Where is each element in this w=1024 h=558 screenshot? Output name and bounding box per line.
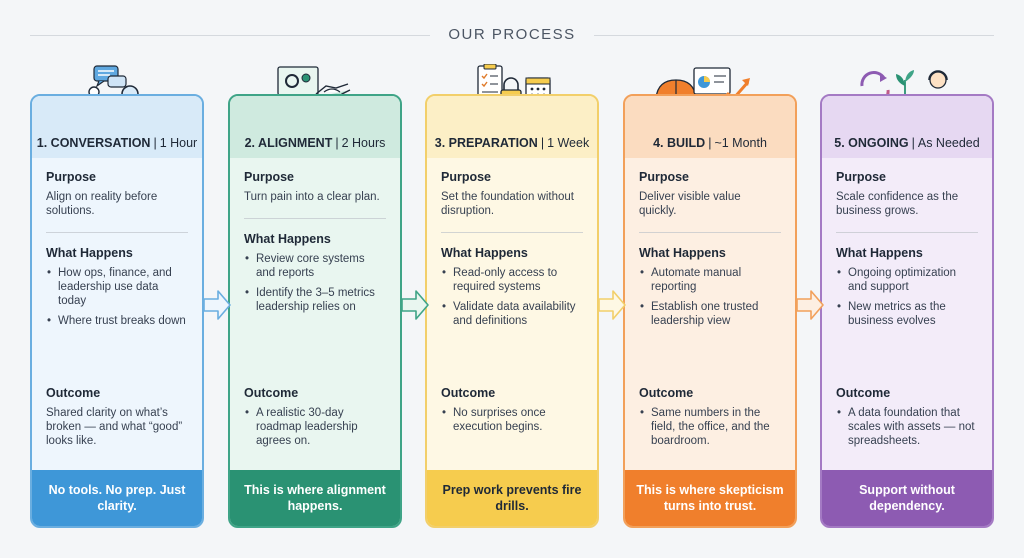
outcome-heading: Outcome — [244, 386, 299, 400]
page-title: OUR PROCESS — [448, 26, 576, 43]
outcome-heading: Outcome — [441, 386, 496, 400]
what-happens-heading: What Happens — [836, 246, 923, 260]
list-item: No surprises once execution begins. — [441, 406, 583, 434]
purpose-heading: Purpose — [836, 170, 887, 184]
step-card-ongoing: 5. ONGOING|As Needed Purpose Scale confi… — [820, 94, 994, 528]
step-body: Purpose Align on reality before solution… — [32, 158, 202, 474]
purpose-heading: Purpose — [441, 170, 492, 184]
checklist-icon — [477, 64, 503, 99]
header-rule-right — [594, 35, 994, 36]
step-duration: 2 Hours — [341, 136, 386, 150]
step-footer: This is where skepticism turns into trus… — [625, 470, 795, 526]
purpose-text: Deliver visible value quickly. — [639, 191, 741, 217]
outcome-list: Same numbers in the field, the office, a… — [639, 406, 781, 448]
step-card-conversation: 1. CONVERSATION|1 Hour Purpose Align on … — [30, 94, 204, 528]
arrow-right-icon — [203, 290, 231, 320]
purpose-heading: Purpose — [46, 170, 97, 184]
step-duration: 1 Hour — [159, 136, 198, 150]
step-header: 1. CONVERSATION|1 Hour — [32, 96, 202, 158]
what-happens-heading: What Happens — [46, 246, 133, 260]
step-header: 4. BUILD|~1 Month — [625, 96, 795, 158]
step-title: 1. CONVERSATION — [36, 136, 151, 150]
step-duration: ~1 Month — [714, 136, 767, 150]
step-title: 2. ALIGNMENT — [244, 136, 333, 150]
purpose-text: Set the foundation without disruption. — [441, 191, 574, 217]
outcome-section: Outcome No surprises once execution begi… — [441, 386, 583, 440]
outcome-heading: Outcome — [836, 386, 891, 400]
step-card-build: 4. BUILD|~1 Month Purpose Deliver visibl… — [623, 94, 797, 528]
purpose-heading: Purpose — [639, 170, 690, 184]
what-happens-list: Review core systems and reports Identify… — [244, 252, 386, 314]
step-footer: Prep work prevents fire drills. — [427, 470, 597, 526]
what-happens-list: How ops, finance, and leadership use dat… — [46, 266, 188, 328]
list-item: Automate manual reporting — [639, 266, 781, 294]
outcome-text: Shared clarity on what’s broken — and wh… — [46, 407, 183, 447]
step-card-preparation: 3. PREPARATION|1 Week Purpose Set the fo… — [425, 94, 599, 528]
step-title: 4. BUILD — [653, 136, 706, 150]
step-title: 3. PREPARATION — [434, 136, 538, 150]
step-body: Purpose Deliver visible value quickly. W… — [625, 158, 795, 474]
step-duration: As Needed — [917, 136, 980, 150]
purpose-text: Turn pain into a clear plan. — [244, 191, 380, 203]
list-item: New metrics as the business evolves — [836, 300, 978, 328]
list-item: Ongoing optimization and support — [836, 266, 978, 294]
header-rule-left — [30, 35, 430, 36]
list-item: Identify the 3–5 metrics leadership reli… — [244, 286, 386, 314]
step-duration: 1 Week — [547, 136, 590, 150]
outcome-section: Outcome Shared clarity on what’s broken … — [46, 386, 188, 448]
what-happens-list: Automate manual reporting Establish one … — [639, 266, 781, 328]
list-item: A realistic 30-day roadmap leadership ag… — [244, 406, 386, 448]
step-header: 5. ONGOING|As Needed — [822, 96, 992, 158]
list-item: Review core systems and reports — [244, 252, 386, 280]
chat-icon — [93, 65, 127, 88]
outcome-section: Outcome A data foundation that scales wi… — [836, 386, 978, 454]
arrow-right-icon — [598, 290, 626, 320]
list-item: Where trust breaks down — [46, 314, 188, 328]
what-happens-list: Read-only access to required systems Val… — [441, 266, 583, 328]
what-happens-heading: What Happens — [441, 246, 528, 260]
step-body: Purpose Set the foundation without disru… — [427, 158, 597, 474]
outcome-list: A realistic 30-day roadmap leadership ag… — [244, 406, 386, 448]
section-divider — [836, 232, 978, 233]
what-happens-heading: What Happens — [639, 246, 726, 260]
step-title: 5. ONGOING — [834, 136, 909, 150]
step-header: 2. ALIGNMENT|2 Hours — [230, 96, 400, 158]
outcome-list: A data foundation that scales with asset… — [836, 406, 978, 448]
purpose-text: Align on reality before solutions. — [46, 191, 158, 217]
outcome-section: Outcome Same numbers in the field, the o… — [639, 386, 781, 454]
outcome-heading: Outcome — [639, 386, 694, 400]
outcome-list: No surprises once execution begins. — [441, 406, 583, 434]
list-item: Validate data availability and definitio… — [441, 300, 583, 328]
what-happens-list: Ongoing optimization and support New met… — [836, 266, 978, 328]
outcome-heading: Outcome — [46, 386, 101, 400]
process-header: OUR PROCESS — [30, 24, 994, 46]
purpose-text: Scale confidence as the business grows. — [836, 191, 959, 217]
section-divider — [639, 232, 781, 233]
step-footer: Support without dependency. — [822, 470, 992, 526]
step-body: Purpose Turn pain into a clear plan. Wha… — [230, 158, 400, 474]
section-divider — [46, 232, 188, 233]
purpose-heading: Purpose — [244, 170, 295, 184]
step-footer: No tools. No prep. Just clarity. — [32, 470, 202, 526]
arrow-right-icon — [401, 290, 429, 320]
step-footer: This is where alignment happens. — [230, 470, 400, 526]
list-item: Same numbers in the field, the office, a… — [639, 406, 781, 448]
list-item: Establish one trusted leadership view — [639, 300, 781, 328]
section-divider — [441, 232, 583, 233]
dashboard-icon — [693, 67, 731, 95]
arrow-right-icon — [796, 290, 824, 320]
step-body: Purpose Scale confidence as the business… — [822, 158, 992, 474]
what-happens-heading: What Happens — [244, 232, 331, 246]
list-item: Read-only access to required systems — [441, 266, 583, 294]
outcome-section: Outcome A realistic 30-day roadmap leade… — [244, 386, 386, 454]
list-item: How ops, finance, and leadership use dat… — [46, 266, 188, 308]
step-card-alignment: 2. ALIGNMENT|2 Hours Purpose Turn pain i… — [228, 94, 402, 528]
list-item: A data foundation that scales with asset… — [836, 406, 978, 448]
step-header: 3. PREPARATION|1 Week — [427, 96, 597, 158]
section-divider — [244, 218, 386, 219]
